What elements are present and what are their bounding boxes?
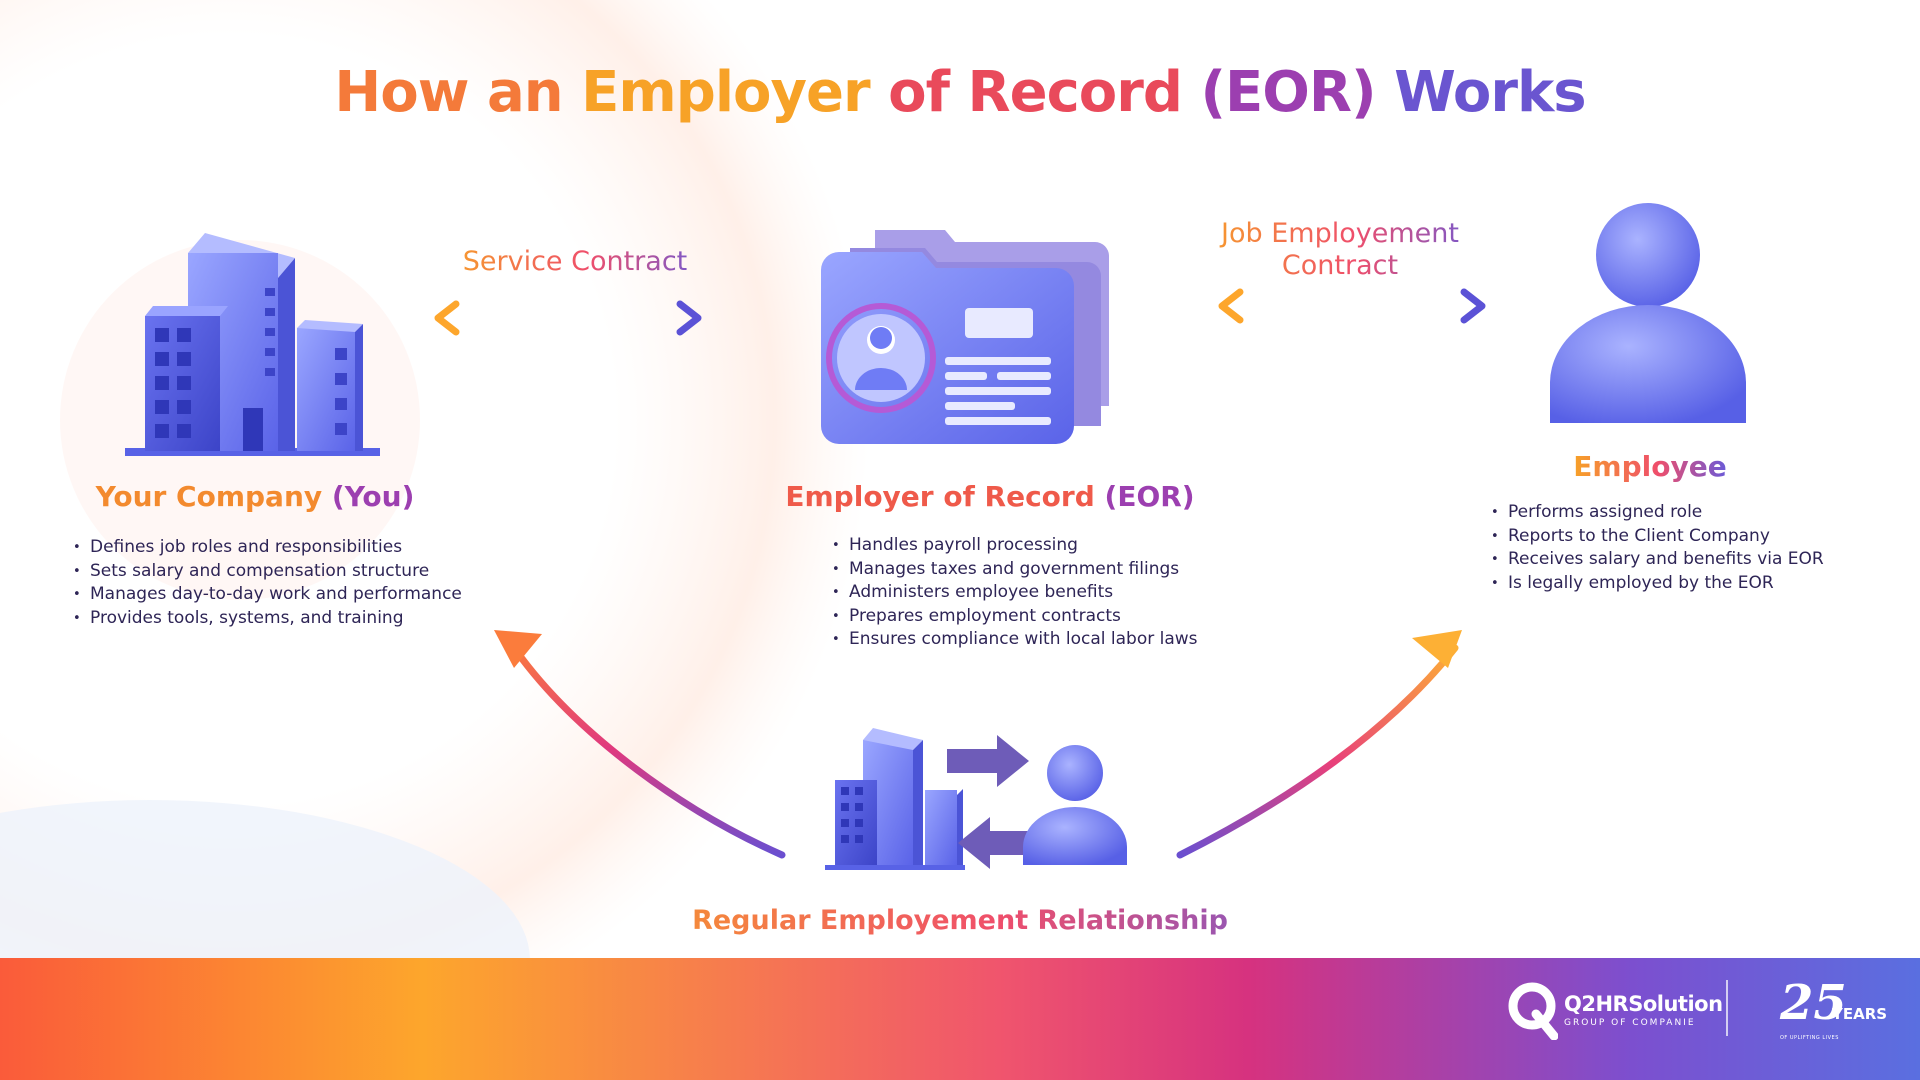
id-folder-icon: [821, 230, 1109, 444]
eor-bullets: Handles payroll processing Manages taxes…: [831, 534, 1198, 652]
company-heading-main: Your Company: [95, 480, 323, 513]
title-word: of: [888, 60, 950, 125]
employee-heading: Employee: [1520, 450, 1780, 483]
q-logo-icon: [1508, 982, 1558, 1040]
list-item: Defines job roles and responsibilities: [73, 536, 462, 560]
eor-heading-suffix: (EOR): [1104, 480, 1195, 513]
brand-name: Q2HRSolution: [1564, 992, 1723, 1016]
list-item: Sets salary and compensation structure: [73, 560, 462, 584]
years-label: YEARS: [1832, 1005, 1888, 1023]
service-contract-label: Service Contract: [440, 246, 710, 278]
job-contract-label: Job Employement Contract: [1195, 218, 1485, 282]
curved-arrow-icon: [1176, 630, 1462, 859]
title-word: Employer: [581, 60, 870, 125]
title-word: an: [487, 60, 564, 125]
list-item: Administers employee benefits: [832, 581, 1198, 605]
title-word: How: [334, 60, 469, 125]
list-item: Performs assigned role: [1491, 501, 1824, 525]
list-item: Ensures compliance with local labor laws: [832, 628, 1198, 652]
list-item: Provides tools, systems, and training: [73, 607, 462, 631]
list-item: Reports to the Client Company: [1491, 525, 1824, 549]
job-contract-label-line: Job Employement: [1221, 218, 1459, 249]
list-item: Prepares employment contracts: [832, 605, 1198, 629]
title-word: (EOR): [1200, 60, 1376, 125]
relationship-icon: [825, 728, 1127, 870]
list-item: Is legally employed by the EOR: [1491, 572, 1824, 596]
building-icon: [125, 233, 380, 456]
company-heading: Your Company (You): [60, 480, 450, 513]
brand-subtitle: GROUP OF COMPANIE: [1564, 1018, 1696, 1028]
curved-arrow-icon: [494, 630, 786, 859]
job-contract-label-line: Contract: [1281, 250, 1399, 281]
footer-divider: [1726, 980, 1728, 1036]
person-icon: [1550, 203, 1746, 423]
company-heading-suffix: (You): [331, 480, 415, 513]
eor-heading-main: Employer of Record: [785, 480, 1095, 513]
list-item: Receives salary and benefits via EOR: [1491, 548, 1824, 572]
company-bullets: Defines job roles and responsibilities S…: [72, 536, 462, 630]
footer-band: [0, 958, 1920, 1080]
employee-heading-text: Employee: [1573, 450, 1727, 483]
list-item: Manages taxes and government filings: [832, 558, 1198, 582]
page-title: How an Employer of Record (EOR) Works: [0, 60, 1920, 125]
regular-relationship-label: Regular Employement Relationship: [560, 905, 1360, 936]
title-word: Record: [967, 60, 1182, 125]
double-arrow-icon: [1218, 288, 1486, 324]
years-number: 25: [1780, 975, 1847, 1031]
employee-bullets: Performs assigned role Reports to the Cl…: [1490, 501, 1824, 595]
years-badge: 25 YEARS OF UPLIFTING LIVES: [1780, 975, 1900, 1045]
list-item: Manages day-to-day work and performance: [73, 583, 462, 607]
title-word: Works: [1394, 60, 1586, 125]
double-arrow-icon: [434, 300, 702, 336]
years-subtitle: OF UPLIFTING LIVES: [1780, 1035, 1839, 1041]
eor-heading: Employer of Record (EOR): [775, 480, 1205, 513]
list-item: Handles payroll processing: [832, 534, 1198, 558]
